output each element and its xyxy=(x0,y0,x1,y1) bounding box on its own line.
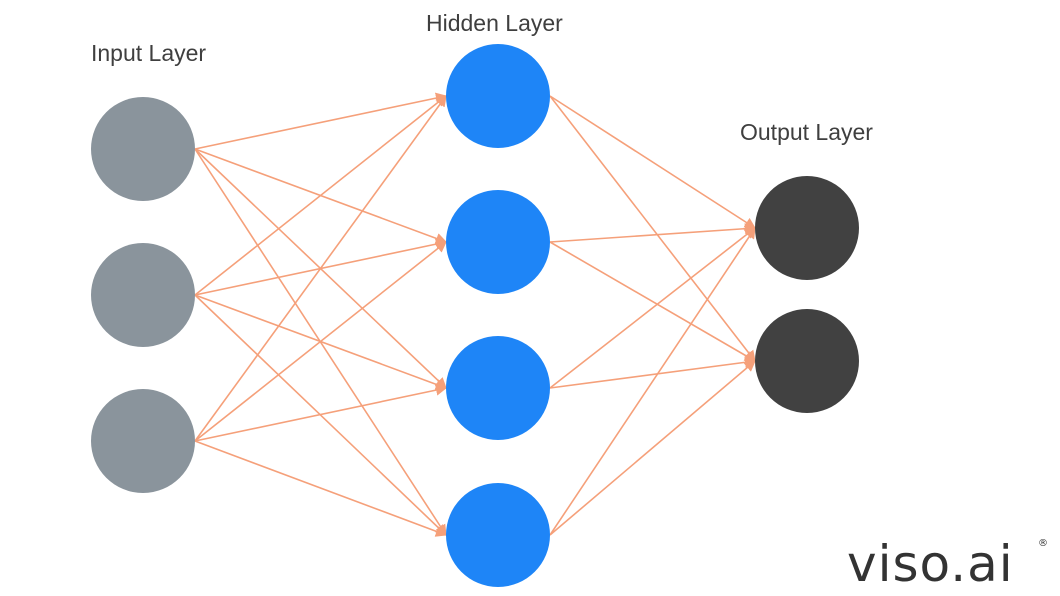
edge-hidden-2-to-output-1 xyxy=(549,223,757,243)
edge-hidden-4-to-output-1 xyxy=(549,227,756,536)
edge-input-1-to-hidden-1 xyxy=(194,92,448,150)
edge-hidden-3-to-output-2 xyxy=(549,356,757,389)
edge-input-2-to-hidden-1 xyxy=(194,95,447,296)
hidden-layer-label: Hidden Layer xyxy=(426,10,563,36)
output-node-1 xyxy=(755,176,859,280)
input-node-1 xyxy=(91,97,195,201)
neurons xyxy=(91,44,859,587)
edge-hidden-2-to-output-2 xyxy=(549,241,756,362)
hidden-node-3 xyxy=(446,336,550,440)
edge-input-3-to-hidden-2 xyxy=(194,241,447,442)
input-node-2 xyxy=(91,243,195,347)
viso-ai-logo: viso.ai xyxy=(847,535,1014,593)
edge-input-3-to-hidden-4 xyxy=(194,440,448,537)
hidden-node-4 xyxy=(446,483,550,587)
connections xyxy=(194,92,757,537)
edge-input-3-to-hidden-3 xyxy=(194,384,448,442)
registered-mark: ® xyxy=(1038,538,1048,549)
hidden-node-2 xyxy=(446,190,550,294)
edge-hidden-1-to-output-1 xyxy=(549,95,756,229)
edge-hidden-1-to-output-2 xyxy=(549,95,756,362)
output-node-2 xyxy=(755,309,859,413)
input-layer-label: Input Layer xyxy=(91,40,206,66)
edge-input-3-to-hidden-1 xyxy=(194,95,447,442)
input-node-3 xyxy=(91,389,195,493)
output-layer-label: Output Layer xyxy=(740,119,873,145)
hidden-node-1 xyxy=(446,44,550,148)
edge-hidden-3-to-output-1 xyxy=(549,227,756,389)
edge-hidden-4-to-output-2 xyxy=(549,360,756,536)
